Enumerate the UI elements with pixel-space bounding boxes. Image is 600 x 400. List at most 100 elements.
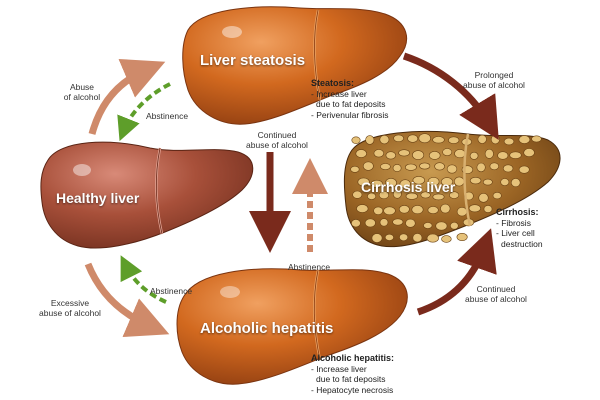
cirrhosis-nodule xyxy=(412,150,425,160)
healthy-liver-label: Healthy liver xyxy=(56,190,140,206)
cirrhosis-nodule xyxy=(351,136,361,144)
hepatitis-note-line: - Hepatocyte necrosis xyxy=(311,384,394,395)
cirrhosis-nodule xyxy=(518,135,531,144)
cirrhosis-nodule xyxy=(489,162,499,171)
cirrhosis-nodule xyxy=(384,233,394,241)
cirrhosis-nodule xyxy=(446,164,458,174)
cirrhosis-nodule xyxy=(497,151,509,160)
cirrhosis-nodule xyxy=(502,164,514,173)
cirrhosis-nodule xyxy=(482,178,493,186)
cirrhosis-nodule xyxy=(509,151,522,159)
cirrhosis-note-line: - Liver cell xyxy=(496,228,535,238)
steatosis-note-line: - Increase liver xyxy=(311,88,367,99)
cirrhosis-nodule xyxy=(373,149,384,158)
transition-line: abuse of alcohol xyxy=(465,294,527,304)
cirrhosis-nodule xyxy=(418,133,431,144)
steatosis-note-line: due to fat deposits xyxy=(316,99,386,109)
cirrhosis-nodule xyxy=(412,176,425,185)
cirrhosis-nodule xyxy=(449,191,460,199)
hepatitis-note-heading: Alcoholic hepatitis: xyxy=(311,353,395,363)
cirrhosis-nodule xyxy=(440,177,454,187)
cirrhosis-nodule xyxy=(367,192,377,200)
transition-line: of alcohol xyxy=(63,92,101,102)
cirrhosis-nodule xyxy=(379,218,389,227)
cirrhosis-nodule xyxy=(371,233,383,243)
cirrhosis-nodule xyxy=(419,162,431,170)
cirrhosis-nodule xyxy=(355,149,367,158)
cirrhosis-nodule xyxy=(441,235,452,243)
cirrhosis-nodule xyxy=(484,148,494,159)
cirrhosis-nodule xyxy=(427,206,439,214)
hepatitis-note-line: due to fat deposits xyxy=(316,374,386,384)
cirrhosis-note-line: - Fibrosis xyxy=(496,217,531,228)
cirrhosis-nodule xyxy=(380,163,391,170)
cirrhosis-nodule xyxy=(379,135,390,145)
cirrhosis-nodule xyxy=(440,203,451,214)
cirrhosis-nodule xyxy=(407,134,419,143)
transition-line: abuse of alcohol xyxy=(246,140,308,150)
alcoholic-hepatitis-label: Alcoholic hepatitis xyxy=(200,320,334,337)
cirrhosis-nodule xyxy=(469,177,482,185)
cirrhosis-nodule xyxy=(435,221,448,231)
cirrhosis-nodule xyxy=(405,192,418,200)
cirrhosis-nodule xyxy=(531,135,542,143)
cirrhosis-nodule xyxy=(456,233,468,242)
cirrhosis-nodule xyxy=(350,165,360,173)
cirrhosis-nodule xyxy=(385,178,397,188)
cirrhosis-nodule xyxy=(476,162,486,173)
transition-line: Continued xyxy=(476,284,516,294)
liver-hepatitis-image xyxy=(176,268,408,385)
transition-abstinence-center: Abstinence xyxy=(288,262,331,272)
cirrhosis-nodule xyxy=(420,191,431,199)
transition-line: Prolonged xyxy=(474,70,514,80)
cirrhosis-nodule xyxy=(378,190,390,200)
cirrhosis-nodule xyxy=(412,233,423,243)
cirrhosis-note-line: destruction xyxy=(501,238,543,249)
cirrhosis-nodule xyxy=(392,218,404,226)
cirrhosis-nodule xyxy=(490,134,500,145)
cirrhosis-nodule xyxy=(373,206,384,216)
cirrhosis-nodule xyxy=(500,178,510,186)
cirrhosis-nodule xyxy=(518,165,530,174)
cirrhosis-note: Cirrhosis: - Fibrosis - Liver cell destr… xyxy=(496,207,543,249)
cirrhosis-nodule xyxy=(398,205,410,214)
cirrhosis-nodule xyxy=(370,179,383,188)
cirrhosis-nodule xyxy=(399,233,409,242)
cirrhosis-nodule xyxy=(492,192,502,200)
cirrhosis-nodule xyxy=(423,222,433,229)
cirrhosis-nodule xyxy=(477,134,487,144)
cirrhosis-nodule xyxy=(449,221,459,230)
cirrhosis-nodule xyxy=(478,193,489,203)
arrow-hepatitis-to-healthy-abstinence xyxy=(120,255,167,304)
cirrhosis-nodule xyxy=(456,207,468,217)
cirrhosis-nodule xyxy=(392,189,402,199)
cirrhosis-nodule xyxy=(428,151,441,160)
steatosis-note-line: - Perivenular fibrosis xyxy=(311,109,389,120)
hepatitis-note-line: - Increase liver xyxy=(311,363,367,374)
cirrhosis-liver-label: Cirrhosis liver xyxy=(361,179,456,195)
transition-prolonged-abuse: Prolonged abuse of alcohol xyxy=(454,70,534,90)
transition-line: abuse of alcohol xyxy=(463,80,525,90)
liver-healthy-image xyxy=(40,141,254,249)
cirrhosis-nodule xyxy=(404,163,417,171)
transition-continued-abuse-center: Continued abuse of alcohol xyxy=(232,130,322,150)
liver-steatosis-label: Liver steatosis xyxy=(200,52,306,69)
cirrhosis-nodule xyxy=(510,178,521,188)
transition-line: abuse of alcohol xyxy=(39,308,101,318)
cirrhosis-nodule xyxy=(448,136,460,144)
transition-excessive-abuse: Excessive abuse of alcohol xyxy=(30,298,110,318)
cirrhosis-nodule xyxy=(383,206,396,216)
cirrhosis-nodule xyxy=(356,204,369,213)
cirrhosis-nodule xyxy=(393,134,404,143)
cirrhosis-nodule xyxy=(357,177,370,187)
transition-abstinence-bottom: Abstinence xyxy=(150,286,193,296)
arrow-healthy-to-hepatitis xyxy=(84,262,170,338)
arrow-steatosis-to-healthy-abstinence xyxy=(117,82,171,142)
steatosis-note-heading: Steatosis: xyxy=(311,78,355,88)
arrow-steatosis-to-cirrhosis xyxy=(402,52,499,141)
cirrhosis-nodule xyxy=(392,164,402,172)
cirrhosis-nodule xyxy=(411,205,424,215)
cirrhosis-nodule xyxy=(523,148,535,157)
